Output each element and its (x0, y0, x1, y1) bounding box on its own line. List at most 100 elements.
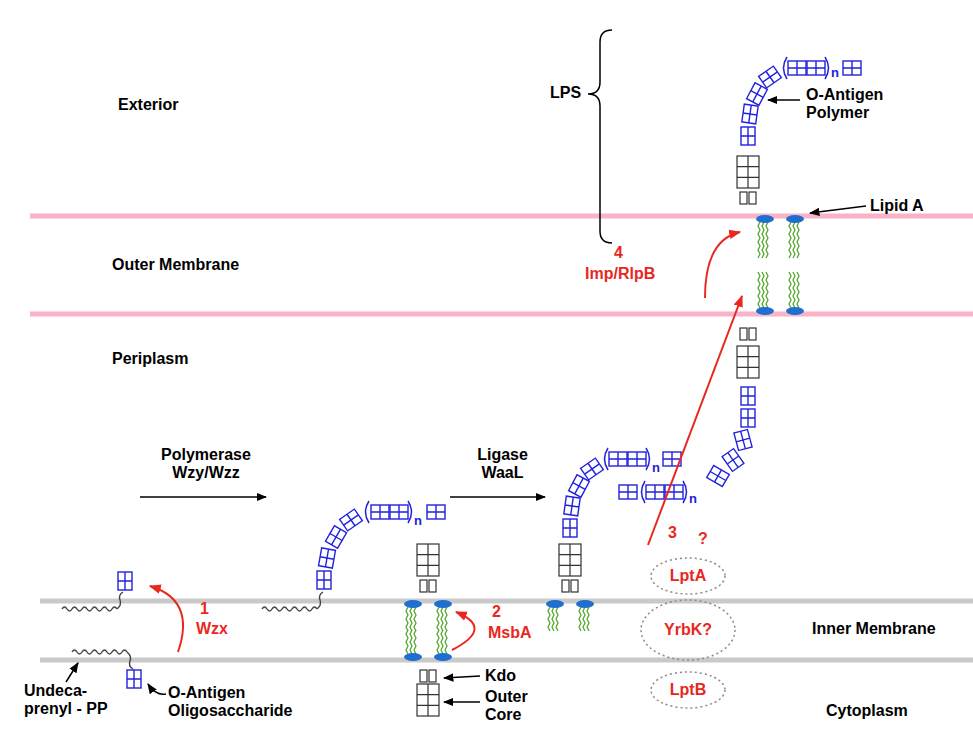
illustration-part (564, 496, 580, 516)
protein-label: Wzx (196, 620, 228, 638)
protein-name: LptA (670, 567, 706, 585)
callout-number: 1 (200, 600, 209, 618)
outer-membrane (30, 216, 973, 314)
illustration-part (404, 600, 452, 631)
ellipse-outline (641, 600, 735, 660)
illustration-part (366, 501, 370, 523)
illustration-part (317, 592, 323, 609)
illustration-part (722, 449, 744, 472)
callout-number: 3 (668, 524, 677, 542)
illustration-part (148, 684, 166, 694)
region-label: Cytoplasm (826, 702, 908, 720)
protein-label: MsbA (488, 624, 532, 642)
flipped-oligosaccharide (62, 572, 132, 611)
illustration-part (117, 592, 123, 609)
repeat-subscript: n (831, 66, 839, 81)
illustration-part (546, 600, 594, 631)
inner-leaflet-lps (619, 272, 804, 503)
illustration-part (127, 652, 133, 669)
enzyme-label: Ligase WaaL (465, 446, 540, 483)
ellipse-outline (651, 672, 725, 708)
illustration-part (807, 61, 825, 75)
repeat-subscript: n (414, 514, 422, 529)
structure-label: Lipid A (870, 197, 924, 215)
illustration-part (420, 580, 436, 592)
illustration-part (707, 465, 730, 486)
illustration-part (810, 206, 866, 213)
illustration-part (759, 66, 782, 88)
illustration-part (30, 312, 973, 317)
protein-label: Imp/RlpB (585, 265, 655, 283)
illustration-part (737, 156, 759, 188)
illustration-part (408, 501, 412, 523)
region-label: Inner Membrane (812, 620, 936, 638)
illustration-part (444, 701, 480, 703)
illustration-part (417, 684, 439, 716)
structure-label: Undeca- prenyl - PP (24, 682, 121, 719)
illustration-part (40, 599, 973, 604)
illustration-part (741, 409, 755, 427)
question-mark: ? (698, 530, 708, 548)
illustration-part (581, 458, 604, 480)
region-label: Outer Membrane (112, 256, 239, 274)
illustration-part (756, 215, 804, 258)
illustration-part (619, 485, 637, 499)
illustration-part (150, 586, 183, 652)
region-label: Exterior (118, 96, 178, 114)
lipid-a-core-cytoplasmic (404, 630, 452, 716)
lipid-a-core-periplasmic (404, 544, 452, 631)
illustration-part (646, 485, 664, 499)
illustration-part (66, 663, 78, 682)
illustration-part (843, 61, 861, 75)
illustration-part (62, 607, 117, 611)
transport-protein: LptA (650, 557, 726, 595)
illustration-part (737, 346, 759, 378)
illustration-part (427, 505, 445, 519)
transport-protein: LptB (650, 671, 726, 709)
illustration-part (340, 509, 363, 531)
structure-label: O-Antigen Polymer (806, 86, 906, 123)
illustration-part (404, 630, 452, 661)
callout-number: 4 (614, 244, 623, 262)
illustration-part (648, 296, 742, 545)
repeat-subscript: n (652, 461, 660, 476)
illustration-part (825, 57, 829, 79)
illustration-part (747, 83, 768, 105)
group-label: LPS (550, 84, 581, 102)
illustration-part (569, 475, 590, 497)
illustration-part (605, 448, 609, 470)
protein-name: LptB (670, 681, 706, 699)
region-label: Periplasm (112, 350, 188, 368)
protein-name: YrbK? (664, 621, 712, 639)
illustration-part (40, 658, 973, 663)
structure-label: Kdo (485, 667, 516, 685)
illustration-part (734, 429, 752, 450)
illustration-part (609, 452, 627, 466)
lps-brace (588, 30, 612, 243)
illustration-part (705, 232, 740, 298)
illustration-part (740, 328, 756, 340)
transport-protein: YrbK? (640, 599, 736, 661)
illustration-part (628, 452, 646, 466)
illustration-part (741, 387, 755, 405)
illustration-part (390, 505, 408, 519)
illustration-part (127, 670, 141, 688)
illustration-part (756, 272, 804, 315)
repeat-subscript: n (689, 492, 697, 507)
illustration-part (742, 104, 758, 124)
illustration-part (72, 650, 127, 654)
illustration-part (450, 496, 545, 498)
illustration-part (317, 571, 331, 589)
enzyme-label: Polymerase Wzy/Wzz (150, 446, 262, 483)
illustration-part (325, 526, 346, 549)
ligated-lps (546, 448, 681, 631)
ellipse-outline (651, 558, 725, 594)
illustration-part (444, 676, 480, 678)
illustration-part (262, 607, 317, 611)
illustration-part (559, 544, 581, 576)
illustration-part (319, 548, 336, 568)
illustration-part (788, 61, 806, 75)
structure-label: Outer Core (485, 688, 539, 725)
illustration-part (118, 572, 132, 590)
